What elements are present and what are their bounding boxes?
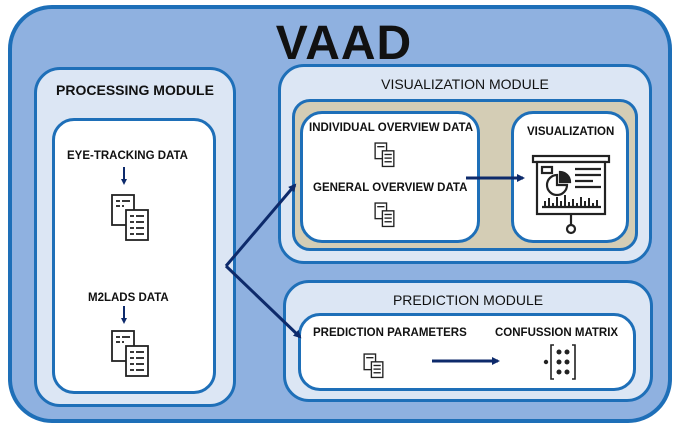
prediction-panel [298,313,636,391]
arrow-icon [224,183,297,267]
visualization-module-title: VISUALIZATION MODULE [381,76,549,92]
processing-module-title: PROCESSING MODULE [56,82,214,98]
vaad-title: VAAD [275,17,413,70]
visualization-label: VISUALIZATION [527,126,615,138]
documents-icon [363,353,384,379]
documents-icon [111,194,149,241]
prediction-module-title: PREDICTION MODULE [392,292,544,308]
m2lads-label: M2LADS DATA [88,292,169,304]
confusion-matrix-icon [543,344,576,380]
documents-icon [111,330,149,377]
documents-icon [374,202,395,228]
eye-tracking-label: EYE-TRACKING DATA [67,150,188,162]
arrow-icon [224,264,302,339]
documents-icon [374,142,395,168]
individual-overview-label: INDIVIDUAL OVERVIEW DATA [309,122,473,134]
presentation-chart-icon [531,154,611,235]
general-overview-label: GENERAL OVERVIEW DATA [313,182,468,194]
processing-data-panel [52,118,216,394]
confussion-matrix-label: CONFUSSION MATRIX [495,327,619,339]
prediction-parameters-label: PREDICTION PARAMETERS [313,327,467,339]
